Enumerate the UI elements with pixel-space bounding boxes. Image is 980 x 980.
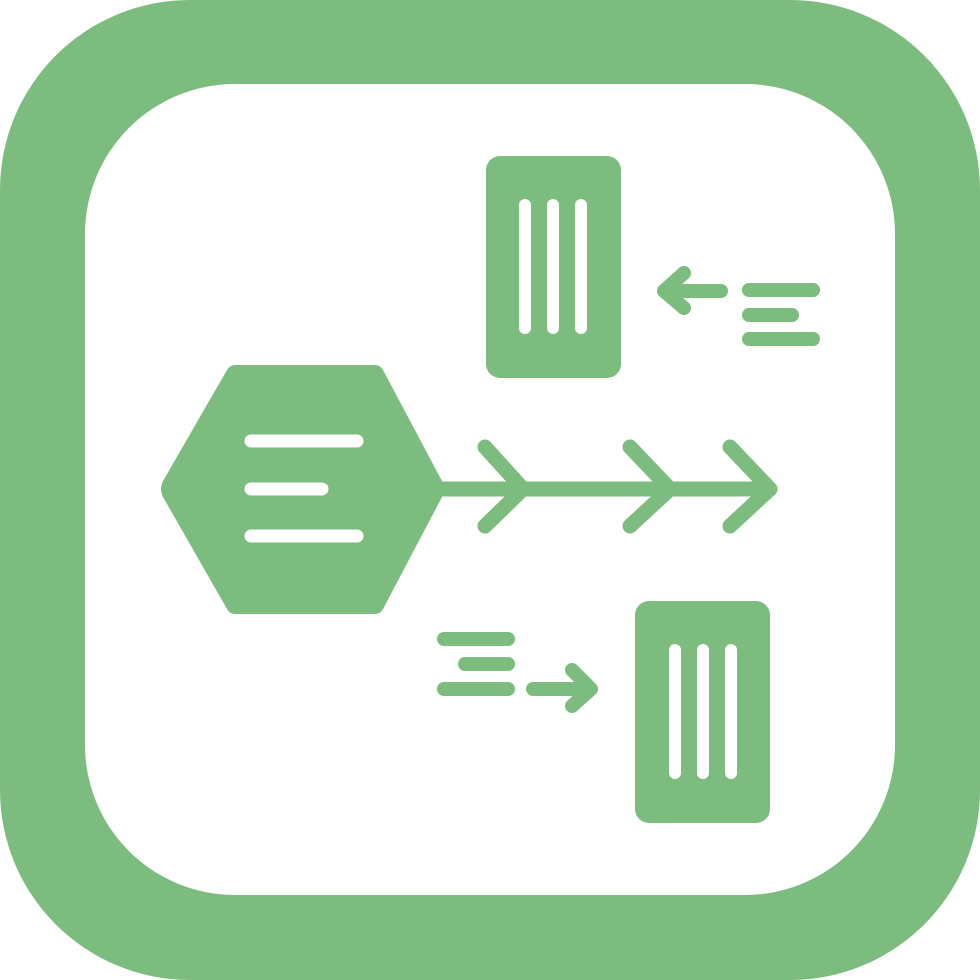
left-arrow-icon — [657, 266, 728, 315]
bottom-card-icon — [635, 601, 770, 823]
fishbone-spine-icon — [432, 439, 778, 534]
hexagon-head-icon — [161, 365, 444, 614]
top-card-icon — [486, 156, 621, 378]
top-text-lines-icon — [742, 283, 820, 346]
bottom-text-lines-icon — [437, 632, 515, 696]
right-arrow-icon — [526, 663, 598, 713]
